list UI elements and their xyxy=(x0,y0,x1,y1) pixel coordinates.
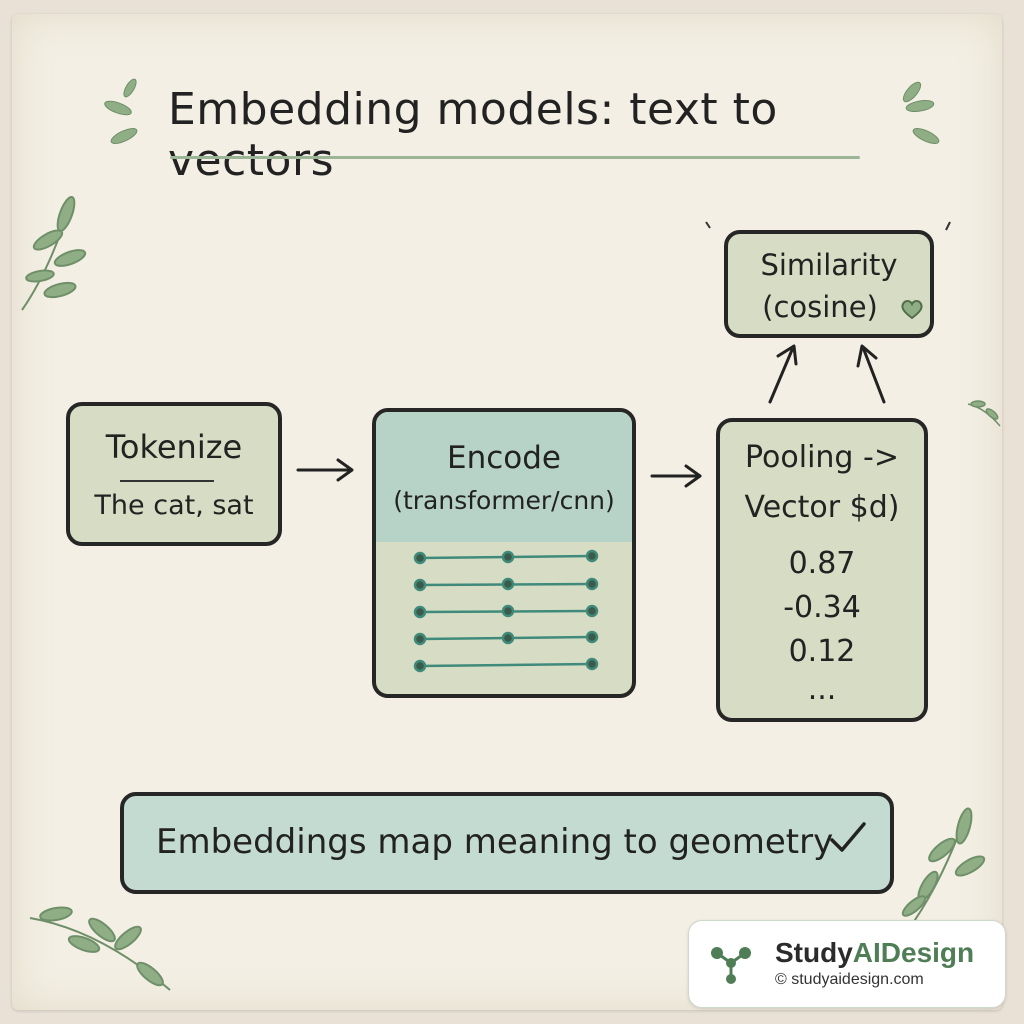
title-underline xyxy=(170,156,860,159)
vector-value: 0.12 xyxy=(788,634,856,669)
network-lines-icon xyxy=(413,549,599,673)
arrow-icon xyxy=(296,458,354,482)
leaf-sprig-right xyxy=(967,400,1001,427)
similarity-subtitle: (cosine) xyxy=(762,290,878,324)
leaf-icon xyxy=(905,100,935,112)
encode-header xyxy=(376,412,632,542)
check-icon xyxy=(830,822,866,852)
tokenize-example: The cat, sat xyxy=(94,490,254,521)
leaf-icon xyxy=(902,81,922,103)
tokenize-title: Tokenize xyxy=(105,428,243,466)
pooling-box: Pooling -> Vector $d) 0.87 -0.34 0.12 ..… xyxy=(716,418,928,722)
encode-box: Encode (transformer/cnn) xyxy=(372,408,636,698)
similarity-title: Similarity xyxy=(760,248,898,282)
leaf-icon xyxy=(104,100,132,116)
leaf-icon xyxy=(123,78,137,98)
encode-subtitle: (transformer/cnn) xyxy=(393,486,615,515)
brand-name-part1: Study xyxy=(775,937,853,968)
similarity-box: Similarity (cosine) xyxy=(724,230,934,338)
pooling-title: Pooling -> xyxy=(745,440,899,475)
arrow-icon xyxy=(768,344,798,404)
brand-name: StudyAIDesign xyxy=(775,937,974,969)
tokenize-box: Tokenize The cat, sat xyxy=(66,402,282,546)
tokenize-underline xyxy=(120,480,214,482)
summary-banner: Embeddings map meaning to geometry xyxy=(120,792,894,894)
molecule-logo-icon xyxy=(711,947,751,984)
leaf-icon xyxy=(110,128,138,144)
leaf-branch-bottom-left xyxy=(29,906,171,991)
arrow-icon xyxy=(650,464,702,488)
leaf-branch-left xyxy=(21,195,87,311)
encode-title: Encode xyxy=(447,440,561,476)
page-title: Embedding models: text to vectors xyxy=(168,84,778,186)
arrow-icon xyxy=(856,344,886,404)
brand-site: © studyaidesign.com xyxy=(775,971,924,988)
brand-card[interactable]: StudyAIDesign © studyaidesign.com xyxy=(688,920,1006,1008)
vector-value: -0.34 xyxy=(783,590,861,625)
summary-text: Embeddings map meaning to geometry xyxy=(156,822,834,862)
vector-value: 0.87 xyxy=(788,546,856,581)
heart-icon xyxy=(901,300,923,320)
leaf-icon xyxy=(912,128,940,144)
brand-name-part2: AIDesign xyxy=(852,937,975,968)
pooling-vector-label: Vector $d) xyxy=(744,490,900,525)
vector-ellipsis: ... xyxy=(807,672,837,707)
leaf-branch-bottom-right xyxy=(901,807,986,931)
